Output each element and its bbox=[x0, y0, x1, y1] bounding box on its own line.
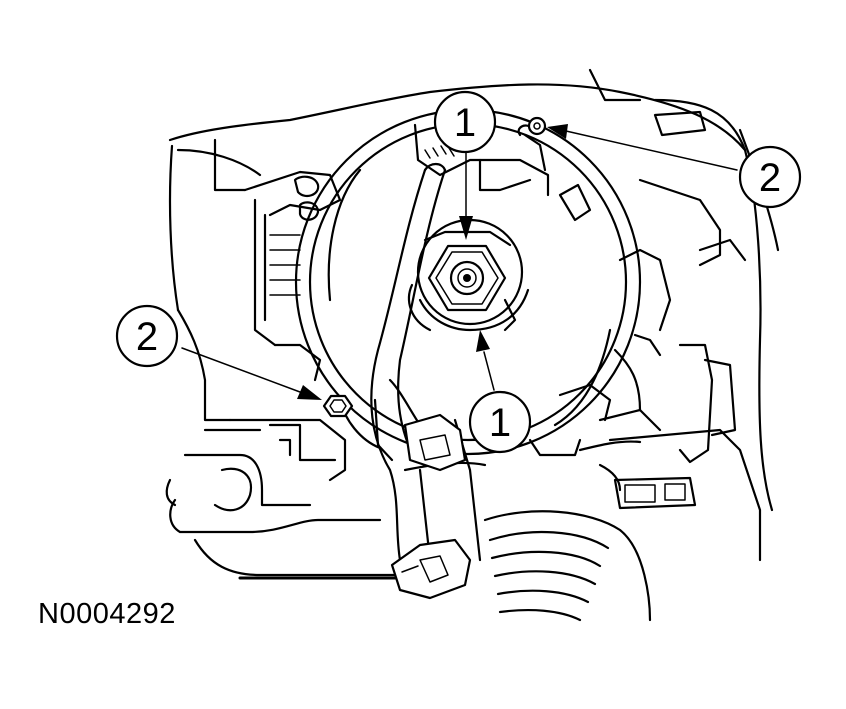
callout-1-bottom: 1 bbox=[468, 390, 532, 454]
callout-1-top: 1 bbox=[433, 90, 497, 154]
callout-2-left-label: 2 bbox=[136, 315, 158, 359]
left-bracket bbox=[203, 170, 347, 482]
center-hex-nut bbox=[423, 230, 517, 332]
callout-1-bottom-label: 1 bbox=[489, 401, 511, 445]
steering-boot bbox=[483, 510, 652, 622]
callout-2-right-label: 2 bbox=[759, 156, 781, 200]
callout-1-top-label: 1 bbox=[454, 101, 476, 145]
leader-lines bbox=[181, 124, 738, 400]
outer-housing bbox=[168, 68, 780, 512]
top-right-bolt bbox=[527, 116, 547, 136]
callout-2-right: 2 bbox=[738, 145, 802, 209]
callout-2-left: 2 bbox=[115, 304, 179, 368]
left-hex-bolt bbox=[322, 394, 354, 418]
right-connector bbox=[598, 463, 697, 510]
wiring-harness bbox=[370, 162, 447, 562]
figure-reference-code: N0004292 bbox=[38, 598, 176, 630]
lower-trim-panel bbox=[165, 423, 402, 580]
center-connector bbox=[403, 413, 467, 472]
right-mechanism bbox=[558, 110, 762, 562]
lower-connector bbox=[390, 538, 472, 600]
